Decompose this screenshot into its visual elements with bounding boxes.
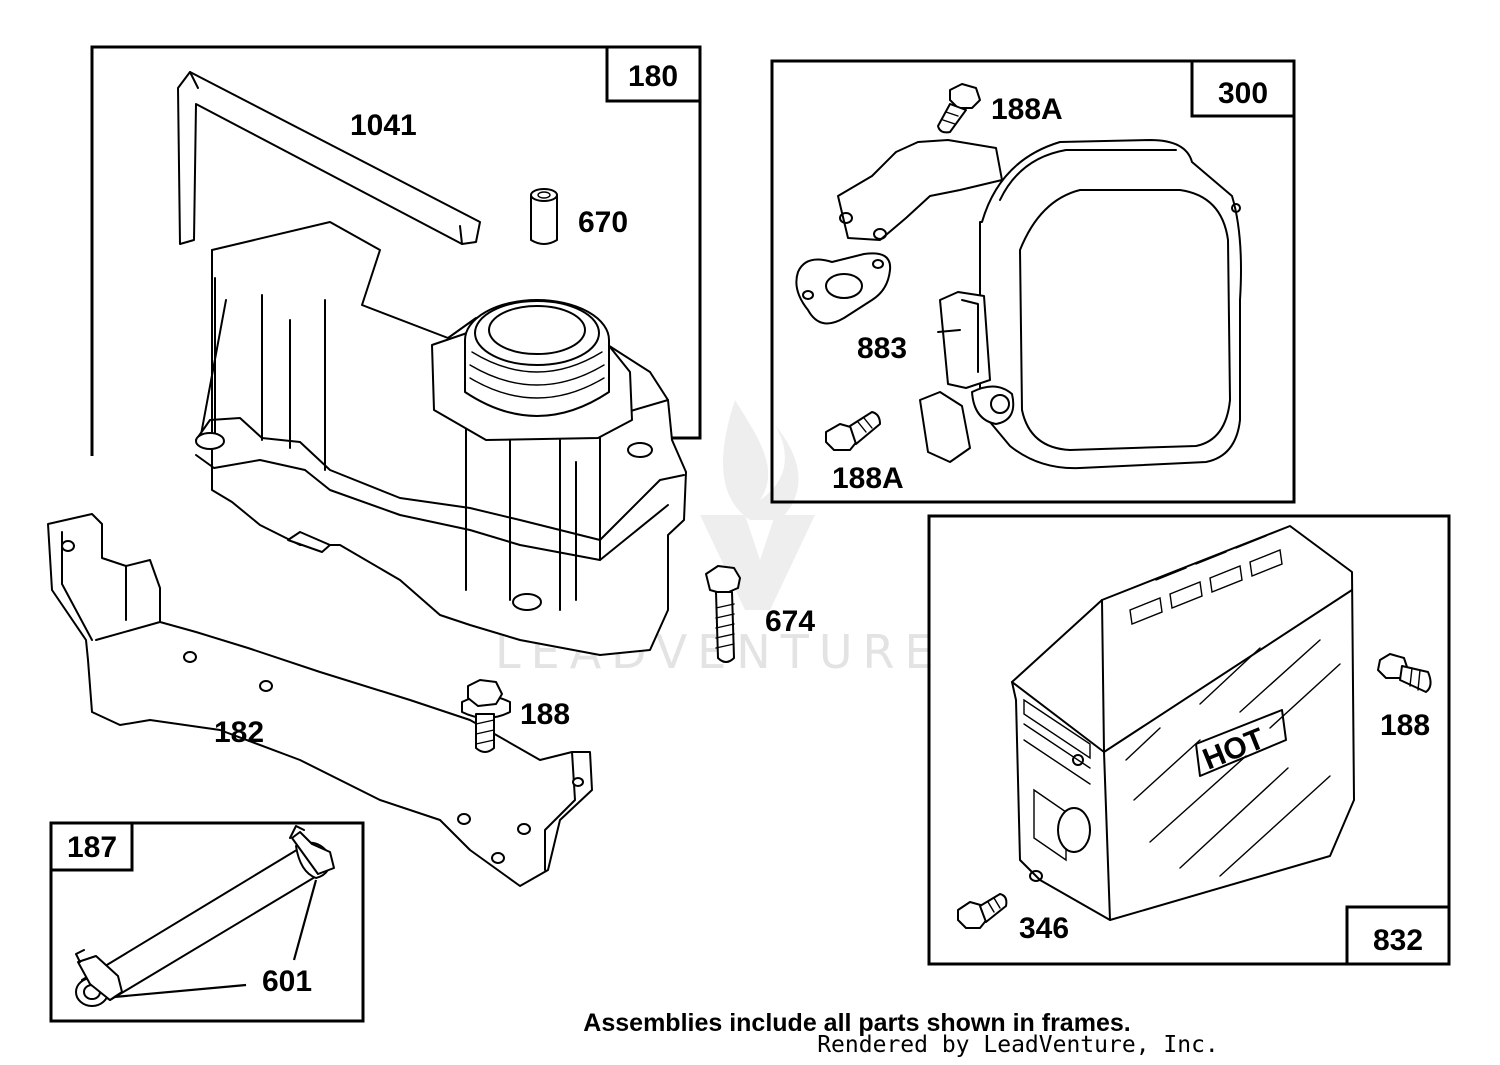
label-346: 346	[1019, 912, 1069, 945]
exhaust-pipe	[837, 139, 1003, 241]
label-188-guard: 188	[1380, 709, 1430, 742]
part-1041-bracket	[177, 71, 481, 245]
part-346-screw	[957, 893, 1008, 929]
label-670: 670	[578, 206, 628, 239]
part-188a-screw-bottom	[825, 411, 881, 451]
frame-fuel-line-assembly: 187	[49, 821, 365, 1023]
frame-label-832: 832	[1373, 924, 1423, 957]
assemblies-note: Assemblies include all parts shown in fr…	[583, 1009, 1130, 1037]
fuel-tank	[195, 221, 687, 656]
frame-label-187: 187	[67, 831, 117, 864]
rendered-by-credit: Rendered by LeadVenture, Inc.	[817, 1032, 1219, 1058]
part-188-bolt	[461, 679, 511, 753]
label-674: 674	[765, 605, 815, 638]
part-muffler-guard: HOT	[1011, 525, 1355, 921]
label-1041: 1041	[350, 109, 417, 142]
part-601-hose-clamps	[75, 825, 335, 1001]
frame-label-300: 300	[1218, 77, 1268, 110]
label-188a-bottom: 188A	[832, 462, 904, 495]
part-182-base-bracket	[47, 513, 593, 887]
frame-label-180: 180	[628, 60, 678, 93]
frame-fuel-tank-assembly: 180	[90, 45, 702, 456]
label-182: 182	[214, 716, 264, 749]
part-188a-screw-top	[937, 83, 981, 134]
part-883-gasket	[795, 252, 892, 325]
muffler-body	[919, 139, 1242, 470]
label-188a-top: 188A	[991, 93, 1063, 126]
label-601: 601	[262, 965, 312, 998]
label-883: 883	[857, 332, 907, 365]
frame-muffler-guard-assembly: 832	[927, 514, 1451, 966]
label-188-tank: 188	[520, 698, 570, 731]
frame-muffler-assembly: 300	[770, 59, 1296, 504]
part-674-bolt	[705, 565, 741, 663]
part-670-spacer	[530, 188, 558, 245]
leader-lines-601	[113, 879, 318, 999]
part-188-screw-guard	[1377, 653, 1432, 693]
